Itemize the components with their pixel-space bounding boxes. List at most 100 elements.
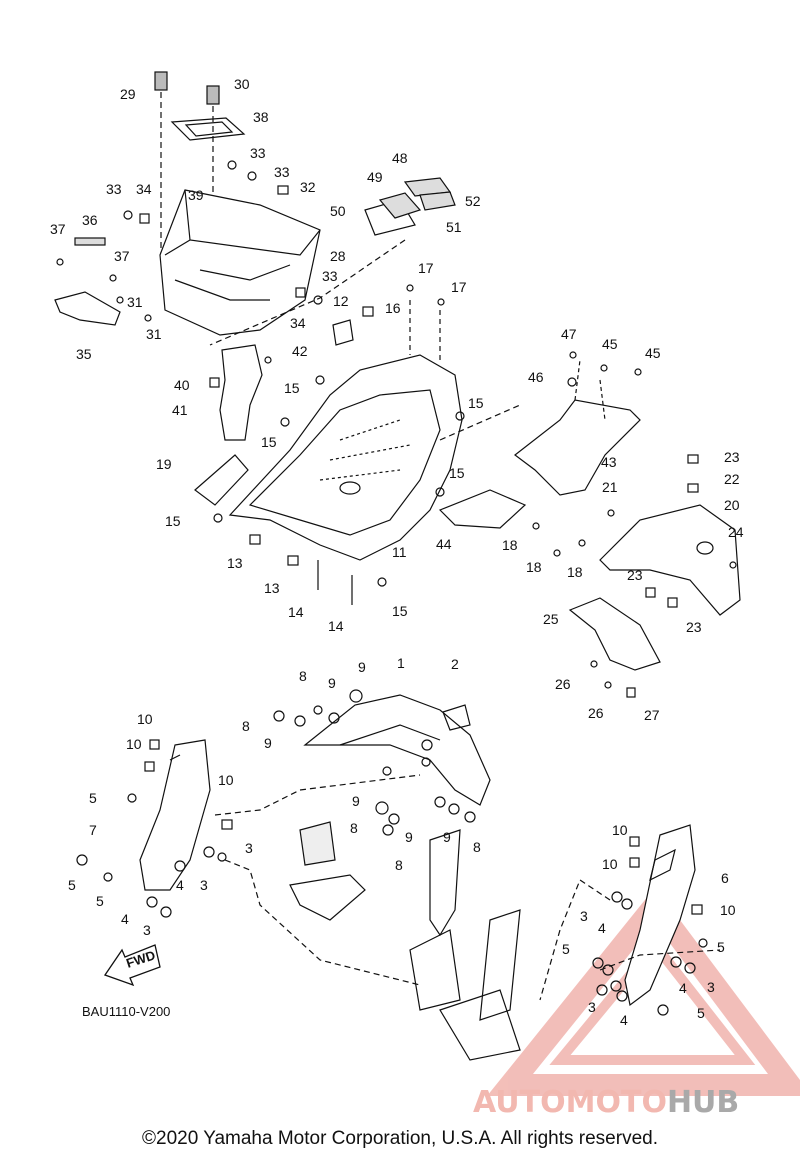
copyright-notice: ©2020 Yamaha Motor Corporation, U.S.A. A…	[142, 1128, 658, 1149]
callout-c14a: 14	[288, 604, 304, 620]
callout-c8b: 8	[242, 718, 250, 734]
watermark-logo	[487, 887, 800, 1096]
callout-c38: 38	[253, 109, 269, 125]
callout-c35: 35	[76, 346, 92, 362]
callout-c27: 27	[644, 707, 660, 723]
watermark-part2: HUB	[667, 1085, 739, 1120]
callout-c5d: 5	[717, 939, 725, 955]
callout-c48: 48	[392, 150, 408, 166]
watermark-part1: AUTOMOTO	[473, 1085, 667, 1120]
callout-c26b: 26	[588, 705, 604, 721]
callout-c41: 41	[172, 402, 188, 418]
callout-c3e: 3	[707, 979, 715, 995]
callout-c18c: 18	[567, 564, 583, 580]
callout-c46: 46	[528, 369, 544, 385]
callout-c15c: 15	[468, 395, 484, 411]
callout-c19: 19	[156, 456, 172, 472]
callout-c13a: 13	[227, 555, 243, 571]
watermark-text: AUTOMOTOHUB	[473, 1085, 739, 1120]
callout-c3f: 3	[588, 999, 596, 1015]
callout-c37a: 37	[50, 221, 66, 237]
callout-c32: 32	[300, 179, 316, 195]
callout-c22: 22	[724, 471, 740, 487]
callout-c5b: 5	[68, 877, 76, 893]
callout-c15f: 15	[392, 603, 408, 619]
callout-c9e: 9	[405, 829, 413, 845]
callout-c4c: 4	[598, 920, 606, 936]
callout-c5f: 5	[697, 1005, 705, 1021]
callout-c42: 42	[292, 343, 308, 359]
callout-c9c: 9	[264, 735, 272, 751]
battery-box-assembly	[54, 71, 456, 441]
callout-c12: 12	[333, 293, 349, 309]
callout-c4e: 4	[620, 1012, 628, 1028]
callout-c44: 44	[436, 536, 452, 552]
callout-c31b: 31	[146, 326, 162, 342]
callout-c11: 11	[392, 544, 407, 560]
callout-c43: 43	[601, 454, 617, 470]
callout-c1: 1	[397, 655, 405, 671]
callout-c23c: 23	[686, 619, 702, 635]
callout-c37b: 37	[114, 248, 130, 264]
callout-c2: 2	[451, 656, 459, 672]
callout-c8a: 8	[299, 668, 307, 684]
callout-c4a: 4	[176, 877, 184, 893]
callout-c51: 51	[446, 219, 462, 235]
diagram-code: BAU1110-V200	[82, 1004, 170, 1019]
callout-c23b: 23	[627, 567, 643, 583]
callout-c16: 16	[385, 300, 401, 316]
rear-brackets	[514, 351, 741, 698]
callout-c5e: 5	[562, 941, 570, 957]
callout-c3d: 3	[580, 908, 588, 924]
callout-c15a: 15	[284, 380, 300, 396]
callout-c8c: 8	[350, 820, 358, 836]
callout-c10d: 10	[612, 822, 628, 838]
callout-c33a: 33	[250, 145, 266, 161]
callout-c18b: 18	[526, 559, 542, 575]
callout-c6: 6	[721, 870, 729, 886]
callout-c45a: 45	[602, 336, 618, 352]
callout-c21: 21	[602, 479, 618, 495]
callout-c39: 39	[188, 187, 204, 203]
callout-c15e: 15	[165, 513, 181, 529]
callout-c31a: 31	[127, 294, 143, 310]
callout-c3b: 3	[200, 877, 208, 893]
callout-c10b: 10	[126, 736, 142, 752]
callout-c45b: 45	[645, 345, 661, 361]
callout-c25: 25	[543, 611, 559, 627]
callout-c49: 49	[367, 169, 383, 185]
callout-c17b: 17	[451, 279, 467, 295]
callout-c34a: 34	[136, 181, 152, 197]
callout-c52: 52	[465, 193, 481, 209]
callout-c18a: 18	[502, 537, 518, 553]
front-fender-and-forks	[76, 689, 721, 1061]
callout-c10c: 10	[218, 772, 234, 788]
callout-c5c: 5	[96, 893, 104, 909]
callout-c4b: 4	[121, 911, 129, 927]
callout-c13b: 13	[264, 580, 280, 596]
callout-c26a: 26	[555, 676, 571, 692]
callout-c33b: 33	[274, 164, 290, 180]
callout-c7: 7	[89, 822, 97, 838]
callout-c24: 24	[728, 524, 744, 540]
callout-c33c: 33	[106, 181, 122, 197]
callout-c9f: 9	[443, 829, 451, 845]
callout-c14b: 14	[328, 618, 344, 634]
callout-c20: 20	[724, 497, 740, 513]
callout-c5a: 5	[89, 790, 97, 806]
callout-c10f: 10	[720, 902, 736, 918]
callout-c15d: 15	[449, 465, 465, 481]
callout-c17a: 17	[418, 260, 434, 276]
callout-c33d: 33	[322, 268, 338, 284]
callout-c9d: 9	[352, 793, 360, 809]
callout-c3a: 3	[245, 840, 253, 856]
callout-c28: 28	[330, 248, 346, 264]
callout-c47: 47	[561, 326, 577, 342]
fwd-arrow-icon: FWD	[103, 944, 161, 987]
callout-c3c: 3	[143, 922, 151, 938]
callout-c29: 29	[120, 86, 136, 102]
rear-fender-tray	[194, 239, 527, 605]
callout-c34b: 34	[290, 315, 306, 331]
